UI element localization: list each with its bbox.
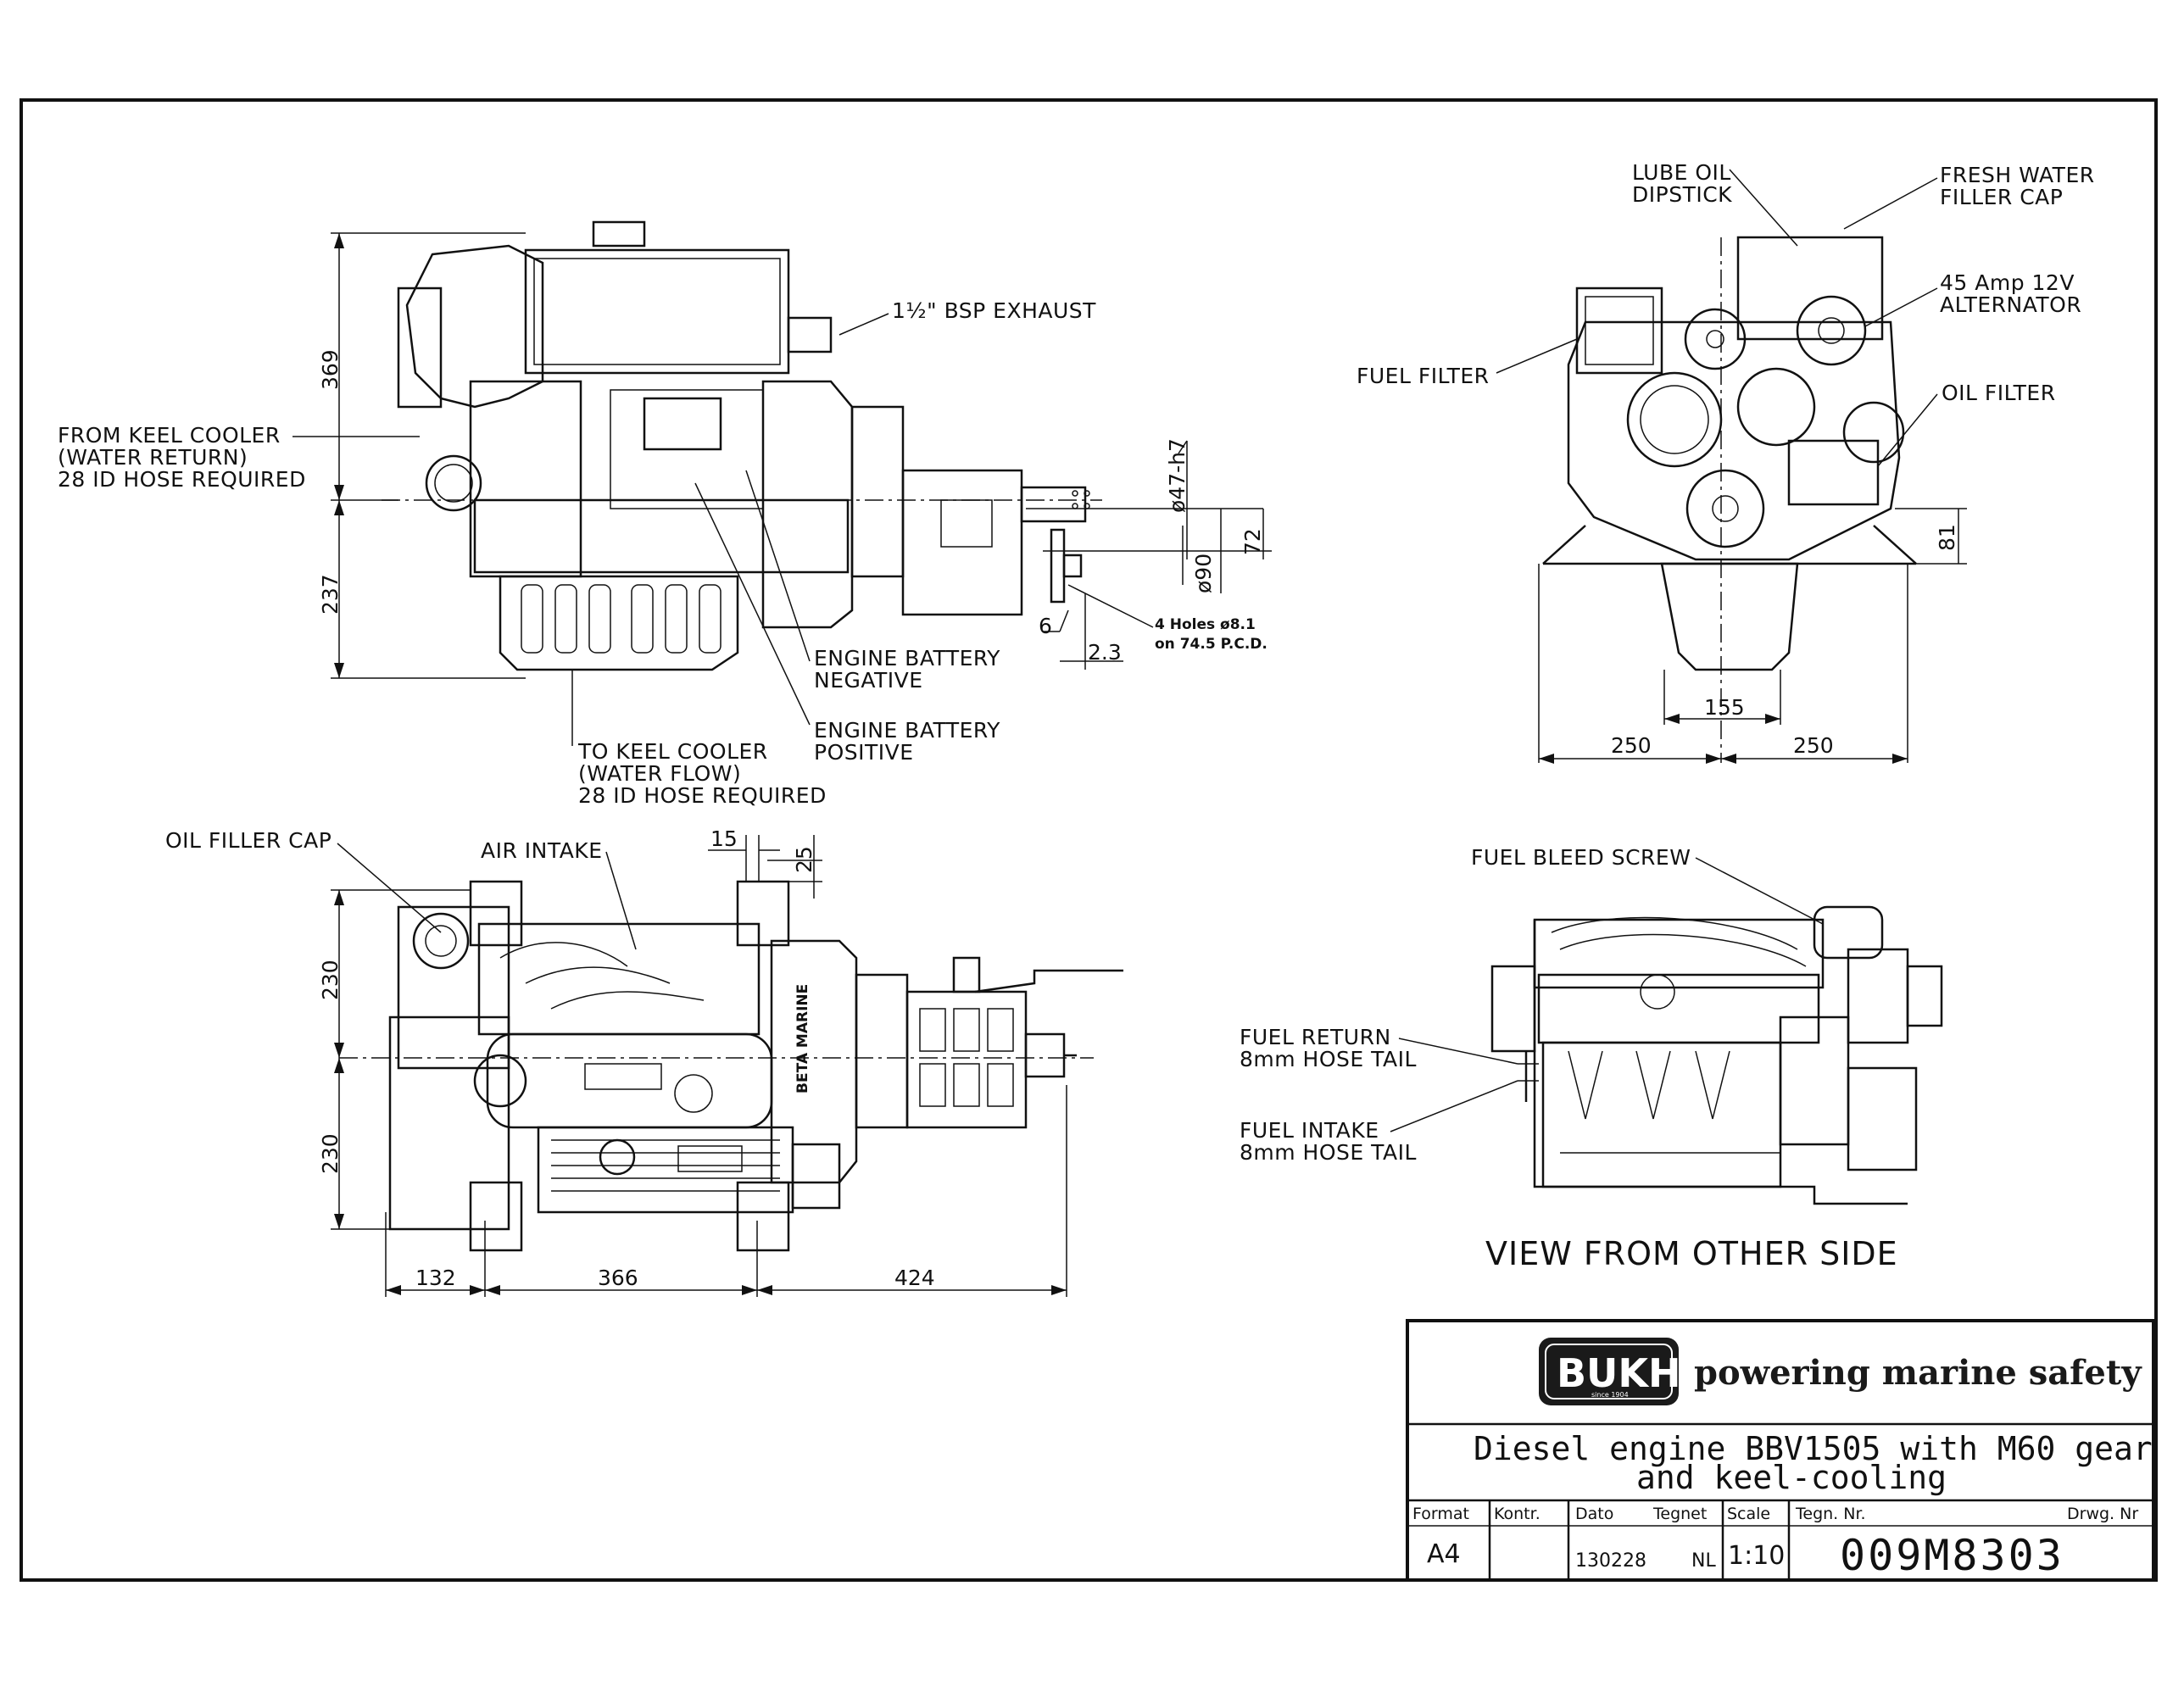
other-side-view: FUEL BLEED SCREW FUEL RETURN 8mm HOSE TA… [1240,845,1943,1272]
label-fuel-return-2: 8mm HOSE TAIL [1240,1047,1417,1071]
dim-top-lower: 230 [318,1133,343,1174]
dim-side-lower: 237 [318,574,343,615]
label-holes-1: 4 Holes ø8.1 [1155,616,1256,633]
dim-shaft-dia: ø47-h7 [1165,438,1190,513]
dim-flange-offset: 6 [1039,614,1052,638]
drawing-border [20,98,2158,1582]
drawing-title-line-1: Diesel engine BBV1505 with M60 gear [1474,1430,2153,1467]
value-dato: 130228 [1575,1550,1646,1572]
label-view-other-side: VIEW FROM OTHER SIDE [1485,1235,1898,1272]
header-kontr: Kontr. [1494,1505,1540,1523]
dim-front-right: 250 [1793,733,1834,758]
dim-side-upper: 369 [318,349,343,390]
label-batt-neg-1: ENGINE BATTERY [814,646,1000,671]
label-batt-pos-1: ENGINE BATTERY [814,718,1000,743]
value-scale: 1:10 [1728,1541,1785,1571]
label-air-intake: AIR INTAKE [481,838,603,863]
header-drwg-nr: Drwg. Nr [2067,1505,2138,1523]
dim-front-sump: 155 [1704,695,1745,720]
label-beta-marine: BETA MARINE [794,984,811,1093]
header-scale: Scale [1727,1505,1770,1523]
value-drawing-number: 009M8303 [1840,1531,2064,1580]
header-tegn-nr: Tegn. Nr. [1795,1505,1866,1523]
header-dato: Dato [1575,1505,1613,1523]
label-alt-1: 45 Amp 12V [1940,270,2075,295]
label-batt-neg-2: NEGATIVE [814,668,923,693]
dim-top-front: 132 [415,1266,456,1290]
dim-front-height: 81 [1935,524,1959,551]
dim-flange-thk: 2.3 [1088,640,1122,665]
dim-top-offset-y: 25 [792,846,816,873]
label-holes-2: on 74.5 P.C.D. [1155,636,1268,653]
label-fuel-intake-1: FUEL INTAKE [1240,1118,1379,1143]
front-view: 250 250 155 81 LUBE OIL DIPSTICK FRESH W… [1357,160,2095,764]
label-fresh-1: FRESH WATER [1940,163,2095,187]
label-keel-flow-3: 28 ID HOSE REQUIRED [578,783,827,808]
label-oil-filter: OIL FILTER [1942,381,2056,405]
logo-since: since 1904 [1591,1391,1629,1399]
label-exhaust: 1½" BSP EXHAUST [892,298,1096,323]
header-format: Format [1412,1505,1469,1523]
dim-top-mid: 366 [598,1266,638,1290]
label-fuel-intake-2: 8mm HOSE TAIL [1240,1140,1417,1165]
label-bleed: FUEL BLEED SCREW [1471,845,1691,870]
dim-flange-dia: ø90 [1191,554,1216,593]
dim-top-offset-x: 15 [710,826,738,851]
title-block: BUKH since 1904 powering marine safety D… [1406,1319,2155,1582]
bukh-logo [1539,1338,1679,1405]
label-fuel-filter: FUEL FILTER [1357,364,1490,388]
label-keel-flow-1: TO KEEL COOLER [577,739,768,764]
tagline: powering marine safety [1694,1353,2142,1393]
label-lube-2: DIPSTICK [1632,182,1732,207]
value-format: A4 [1427,1539,1461,1569]
dim-front-left: 250 [1611,733,1652,758]
dim-top-upper: 230 [318,960,343,1000]
dim-top-rear: 424 [894,1266,935,1290]
label-keel-return-1: FROM KEEL COOLER [58,423,281,448]
label-fresh-2: FILLER CAP [1940,185,2063,209]
header-tegnet: Tegnet [1652,1505,1707,1523]
side-view: 369 237 ø47-h7 ø90 72 6 2.3 1½" BSP EXHA… [58,220,1272,808]
label-fuel-return-1: FUEL RETURN [1240,1025,1391,1049]
drawing-title-line-2: and keel-cooling [1636,1459,1947,1496]
label-keel-flow-2: (WATER FLOW) [578,761,741,786]
label-keel-return-2: (WATER RETURN) [58,445,248,470]
label-lube-1: LUBE OIL [1632,160,1731,185]
logo-brand: BUKH [1557,1350,1681,1396]
label-alt-2: ALTERNATOR [1940,292,2081,317]
label-batt-pos-2: POSITIVE [814,740,914,765]
label-oil-filler: OIL FILLER CAP [165,828,332,853]
top-view: BETA MARINE 230 230 132 366 424 15 25 OI… [165,826,1123,1297]
value-tegnet: NL [1691,1550,1716,1572]
label-keel-return-3: 28 ID HOSE REQUIRED [58,467,306,492]
